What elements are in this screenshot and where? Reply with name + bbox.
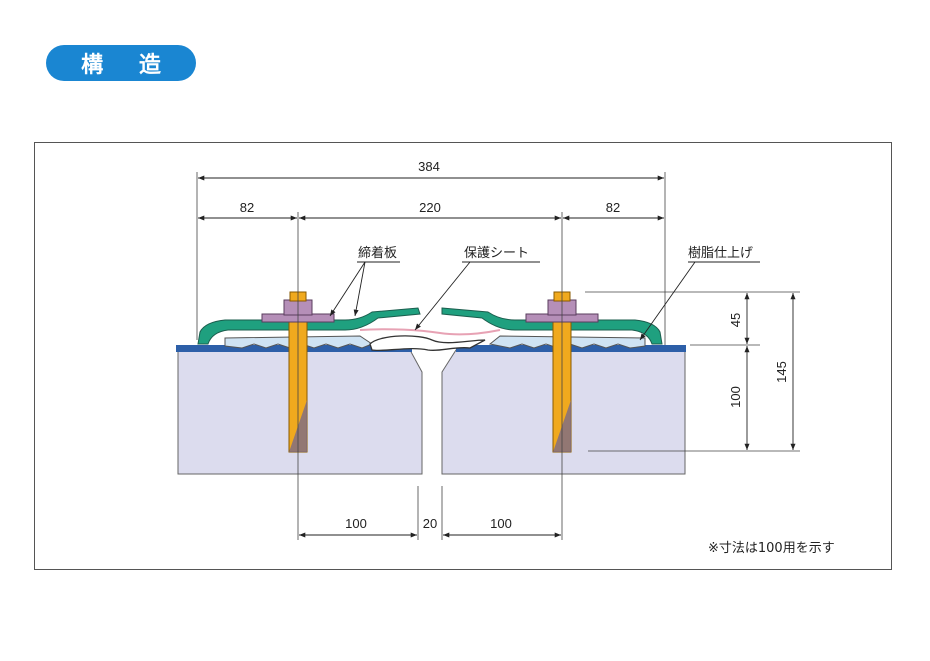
dim-gap: 20 xyxy=(423,516,437,531)
leader-lines xyxy=(329,261,760,341)
label-clamp-plate: 締着板 xyxy=(358,245,397,261)
dim-bottom-left: 100 xyxy=(345,516,367,531)
center-joint-fold xyxy=(369,335,486,352)
dim-left-flange: 82 xyxy=(240,200,254,215)
extension-lines xyxy=(196,172,800,540)
dim-right-flange: 82 xyxy=(606,200,620,215)
clamp-plate-right xyxy=(441,307,663,345)
section-title-badge: 構 造 xyxy=(46,45,196,81)
dim-height-upper: 45 xyxy=(728,313,743,327)
clamp-plate-left xyxy=(197,307,421,345)
dimension-note: ※寸法は100用を示す xyxy=(708,541,835,556)
section-title: 構 造 xyxy=(81,53,175,78)
dim-center-span: 220 xyxy=(419,200,441,215)
dim-height-lower: 100 xyxy=(728,386,743,408)
dim-bottom-right: 100 xyxy=(490,516,512,531)
dim-overall-width: 384 xyxy=(418,159,440,174)
label-protective-sheet: 保護シート xyxy=(464,245,529,261)
protective-sheet xyxy=(359,328,501,336)
dimension-lines xyxy=(198,175,796,538)
label-resin-finish: 樹脂仕上げ xyxy=(688,246,753,261)
dim-height-total: 145 xyxy=(774,361,789,383)
diagram-frame xyxy=(34,142,892,570)
